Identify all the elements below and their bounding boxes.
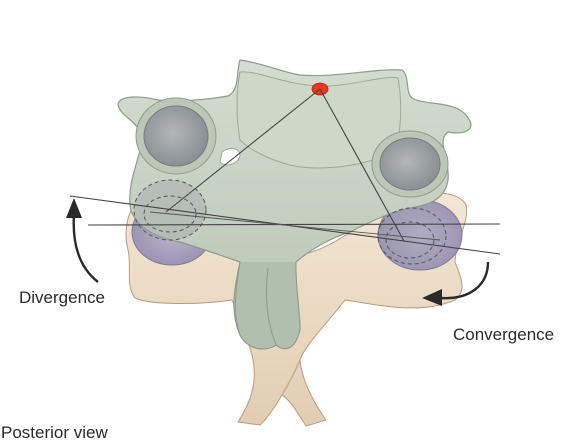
upper-facet-left — [136, 98, 216, 174]
divergence-arrow — [66, 198, 98, 282]
facet-outline-right — [378, 208, 446, 264]
upper-facet-right — [372, 131, 448, 197]
divergence-label: Divergence — [19, 289, 105, 306]
convergence-label: Convergence — [453, 326, 554, 343]
view-caption: Posterior view — [1, 424, 108, 441]
